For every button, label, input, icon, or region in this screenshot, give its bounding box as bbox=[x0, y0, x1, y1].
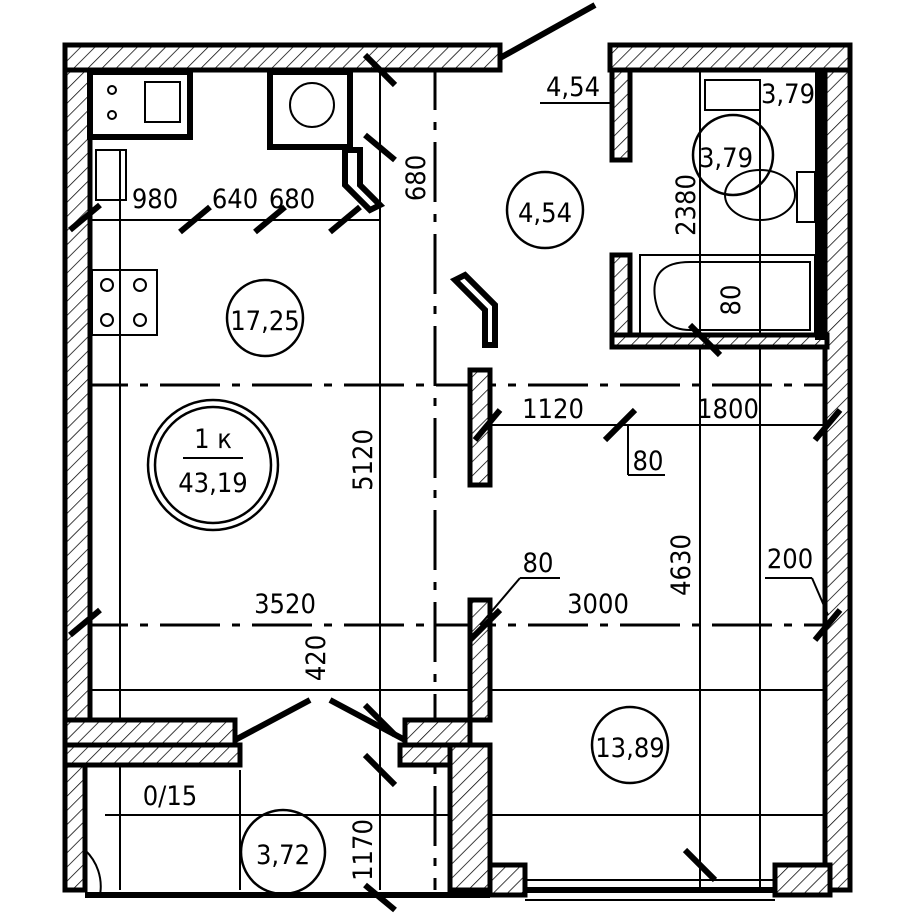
dim-80-wall: 80 bbox=[523, 548, 554, 579]
dim-5120: 5120 bbox=[348, 429, 379, 491]
dimension-ticks bbox=[68, 52, 843, 913]
walls bbox=[62, 42, 853, 901]
dim-1120: 1120 bbox=[522, 394, 584, 425]
apartment-type: 1 к bbox=[194, 424, 232, 455]
total-area-marker bbox=[146, 398, 280, 532]
dim-1170: 1170 bbox=[348, 819, 379, 881]
cooktop-icon bbox=[91, 269, 158, 336]
sink-icon bbox=[95, 149, 127, 201]
dim-80-bath: 80 bbox=[716, 285, 747, 316]
stove-icon bbox=[87, 69, 193, 140]
dim-4630: 4630 bbox=[666, 534, 697, 596]
washbasin-icon bbox=[704, 79, 761, 111]
dim-80-partition: 80 bbox=[633, 446, 664, 477]
loggia-area: 3,72 bbox=[256, 840, 310, 871]
dim-1800: 1800 bbox=[697, 394, 759, 425]
fixtures bbox=[87, 69, 816, 348]
total-area: 43,19 bbox=[178, 468, 248, 499]
bathroom-area-label: 3,79 bbox=[761, 79, 815, 110]
dim-420: 420 bbox=[301, 635, 332, 681]
dim-680: 680 bbox=[269, 184, 315, 215]
dim-3000: 3000 bbox=[567, 589, 629, 620]
dim-980: 980 bbox=[132, 184, 178, 215]
hall-area: 4,54 bbox=[518, 198, 572, 229]
dim-2380: 2380 bbox=[671, 174, 702, 236]
bathtub-icon bbox=[639, 254, 816, 336]
dim-3520: 3520 bbox=[254, 589, 316, 620]
loggia-coefficient: 0/15 bbox=[143, 781, 198, 812]
hall-area-label: 4,54 bbox=[546, 72, 600, 103]
dim-680-vertical: 680 bbox=[401, 155, 432, 201]
dim-200: 200 bbox=[767, 544, 813, 575]
kitchen-area: 17,25 bbox=[230, 306, 300, 337]
washing-machine-icon bbox=[267, 69, 353, 150]
entrance-door-icon bbox=[498, 2, 597, 61]
dim-640: 640 bbox=[212, 184, 258, 215]
bathroom-area: 3,79 bbox=[699, 143, 753, 174]
area-marker bbox=[225, 278, 305, 358]
loggia-door-left bbox=[233, 697, 312, 743]
bedroom-area: 13,89 bbox=[595, 733, 665, 764]
